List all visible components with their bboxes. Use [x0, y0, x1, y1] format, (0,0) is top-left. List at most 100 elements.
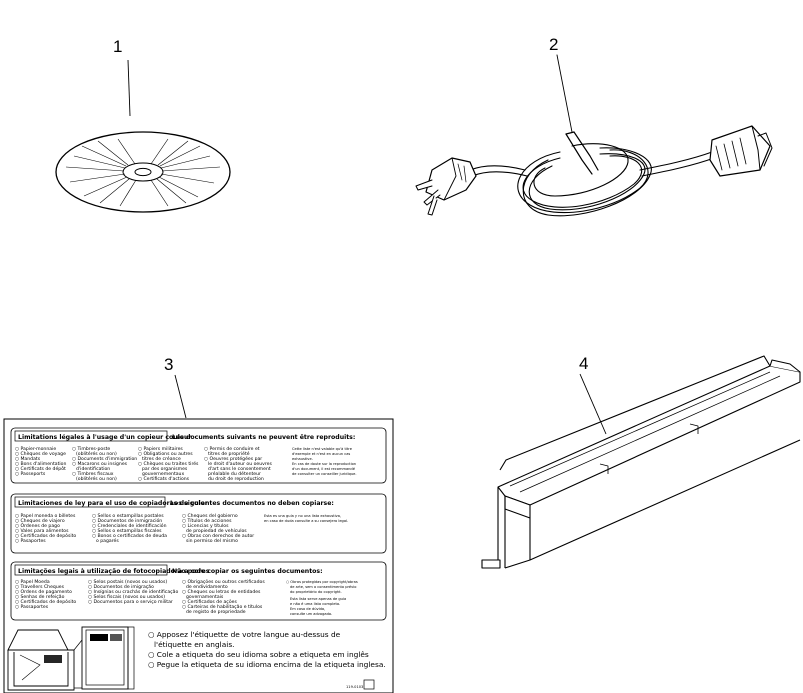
fr-c3-0: ○ Papiers militaires — [138, 446, 183, 452]
fr-c1-5: ○ Passeports — [15, 471, 46, 477]
es-c1-5: ○ Pasaportes — [15, 538, 46, 544]
pt-c2-3: ○ Selos fiscais (novos ou usados) — [88, 594, 165, 600]
pt-c3-3: governamentais — [186, 594, 224, 600]
fr-c2-1: (oblitérés ou non) — [76, 450, 117, 457]
fr-c3-6: ○ Certificats d'actions — [138, 476, 190, 482]
es-c1-4: ○ Certificados de depósito — [15, 532, 76, 539]
part-code: 119-0103 — [346, 685, 363, 689]
fr-c1-1: ○ Chèques de voyage — [15, 450, 66, 457]
pt-c3-1: de endividamento — [186, 584, 228, 590]
es-c2-3: ○ Sellos o estampillas fiscales — [92, 528, 162, 534]
es-c3-0: ○ Cheques del gobierno — [182, 513, 238, 519]
callout-2: 2 — [549, 35, 558, 54]
pt-c3-6: de registo de propriedade — [186, 609, 246, 615]
cd-rom: 1 — [55, 37, 231, 213]
pt-c1-2: ○ Ordens de pagamento — [15, 589, 72, 595]
es-c1-2: ○ Órdenes de pago — [15, 522, 60, 529]
section-fr-subtitle: Les documents suivants ne peuvent être r… — [172, 433, 355, 441]
fr-c5-2: exhaustive. — [292, 457, 313, 461]
fr-c2-5: ○ Timbres fiscaux — [72, 471, 114, 477]
power-cord — [415, 54, 773, 217]
fr-c1-2: ○ Mandats — [15, 456, 41, 462]
pt-c4-3: Esta lista serve apenas de guia — [290, 597, 346, 601]
pt-c4-1: de arte, sem o consentimento prévio — [290, 585, 356, 589]
es-c3-1: ○ Títulos de acciones — [182, 517, 232, 524]
fr-c5-5: de consulter un conseiller juridique. — [292, 472, 356, 476]
instruction-pt: ○ Cole a etiqueta do seu idioma sobre a … — [148, 650, 369, 659]
bracket — [481, 355, 801, 569]
fr-c3-1: ○ Obligations ou autres — [138, 451, 193, 457]
section-pt-subtitle: Não pode copiar os seguintes documentos: — [172, 568, 323, 575]
fr-c5-4: d'un document, il est recommandé — [292, 467, 356, 471]
fr-c4-6: du droit de reproduction — [208, 476, 264, 482]
fr-c4-5: préalable du détenteur — [208, 470, 261, 477]
pt-c1-0: ○ Papel Moeda — [15, 579, 50, 585]
fr-c3-4: par des organismes — [142, 466, 188, 472]
pt-c3-4: ○ Certificados de ações — [182, 599, 237, 605]
fr-c2-6: (oblitérés ou non) — [76, 475, 117, 482]
pt-c1-3: ○ Senhas de refeição — [15, 594, 65, 600]
fr-c1-3: ○ Bons d'alimentation — [15, 461, 66, 467]
section-spanish: Limitaciones de ley para el uso de copia… — [10, 493, 387, 554]
pt-c2-4: ○ Documentos para o serviço militar — [88, 599, 173, 605]
es-c3-5: sin permiso del mismo — [186, 538, 238, 544]
es-c2-2: ○ Credenciales de identificación — [92, 522, 167, 529]
fr-c3-5: gouvernementaux — [142, 471, 184, 477]
section-fr-title: Limitations légales à l'usage d'un copie… — [18, 433, 192, 441]
fr-c5-0: Cette liste n'est valable qu'à titre — [292, 447, 353, 451]
es-c1-0: ○ Papel moneda o billetes — [15, 513, 76, 519]
instruction-fr-2: l'étiquette en anglais. — [154, 640, 235, 649]
section-es-subtitle: Los siguientes documentos no deben copia… — [170, 500, 334, 507]
es-c4-1: en caso de duda consulte a su consejero … — [264, 519, 348, 523]
fr-c5-3: En cas de doute sur la reproduction — [292, 462, 356, 466]
es-c3-3: de propiedad de vehículos — [186, 527, 247, 534]
es-c1-3: ○ Vales para alimentos — [15, 528, 69, 534]
pt-c3-0: ○ Obrigações ou outros certificados — [182, 579, 265, 585]
pt-c4-6: consulte um advogado. — [290, 612, 332, 616]
es-c4-0: Esta es una guía y no una lista exhausti… — [264, 514, 341, 518]
label-sheet: Limitations légales à l'usage d'un copie… — [3, 418, 394, 693]
pt-c4-0: ○ Obras protegidas por copyright/obras — [286, 580, 358, 584]
fr-c1-4: ○ Certificats de dépôt — [15, 465, 66, 472]
instruction-es: ○ Pegue la etiqueta de su idioma encima … — [148, 660, 386, 669]
es-c2-1: ○ Documentos de inmigración — [92, 517, 162, 524]
fr-c4-4: d'art sans le consentement — [208, 466, 271, 472]
fr-c4-1: titres de propriété — [208, 450, 250, 457]
es-c2-5: o pagarés — [96, 537, 119, 544]
pt-c2-2: ○ Insígnias ou crachás de identificação — [88, 588, 178, 595]
fr-c5-1: d'exemple et n'est en aucun cas — [292, 452, 350, 456]
section-es-title: Limitaciones de ley para el uso de copia… — [18, 500, 209, 507]
copier-glass-illustration — [7, 626, 135, 691]
callout-1: 1 — [113, 37, 122, 56]
fr-c4-3: le droit d'auteur ou oeuvres — [208, 461, 272, 467]
callout-4: 4 — [579, 354, 588, 373]
section-pt-title: Limitações legais à utilização de fotoco… — [18, 567, 210, 575]
es-c2-0: ○ Sellos o estampillas postales — [92, 513, 164, 519]
instruction-fr-1: ○ Apposez l'étiquette de votre langue au… — [148, 630, 341, 639]
fr-c4-0: ○ Permis de conduire et — [204, 446, 260, 452]
fr-c1-0: ○ Papier-monnaie — [15, 446, 56, 452]
pt-c4-4: e não é uma lista completa. — [290, 602, 340, 606]
pt-c3-2: ○ Cheques ou letras de entidades — [182, 589, 261, 595]
pt-c2-1: ○ Documentos de imigração — [88, 584, 154, 590]
pt-c4-2: do proprietário do copyright. — [290, 590, 342, 594]
es-c3-4: ○ Obras con derechos de autor — [182, 533, 254, 539]
section-french: Limitations légales à l'usage d'un copie… — [10, 427, 387, 484]
pt-c1-4: ○ Certificados de depósito — [15, 598, 76, 605]
callout-3: 3 — [164, 355, 173, 374]
pt-c3-5: ○ Carteiras de habilitação e títulos — [182, 603, 263, 610]
pt-c4-5: Em caso de dúvida, — [290, 607, 325, 611]
section-portuguese: Limitações legais à utilização de fotoco… — [10, 561, 387, 621]
fr-c2-2: ○ Documents d'immigration — [72, 456, 137, 462]
es-c2-4: ○ Bonos o certificados de deuda — [92, 533, 167, 539]
pt-c1-1: ○ Travellers Cheques — [15, 584, 65, 590]
fr-c3-3: ○ Chèques ou traites tirés — [138, 460, 199, 467]
pt-c1-5: ○ Passaportes — [15, 604, 49, 610]
checkbox-square — [363, 679, 375, 690]
es-c1-1: ○ Cheques de viajero — [15, 518, 65, 524]
fr-c2-0: ○ Timbres-poste — [72, 446, 110, 452]
fr-c3-2: titres de créance — [142, 455, 181, 462]
fr-c4-2: ○ Oeuvres protégées par — [204, 455, 262, 462]
pt-c2-0: ○ Selos postais (novos ou usados) — [88, 579, 167, 585]
